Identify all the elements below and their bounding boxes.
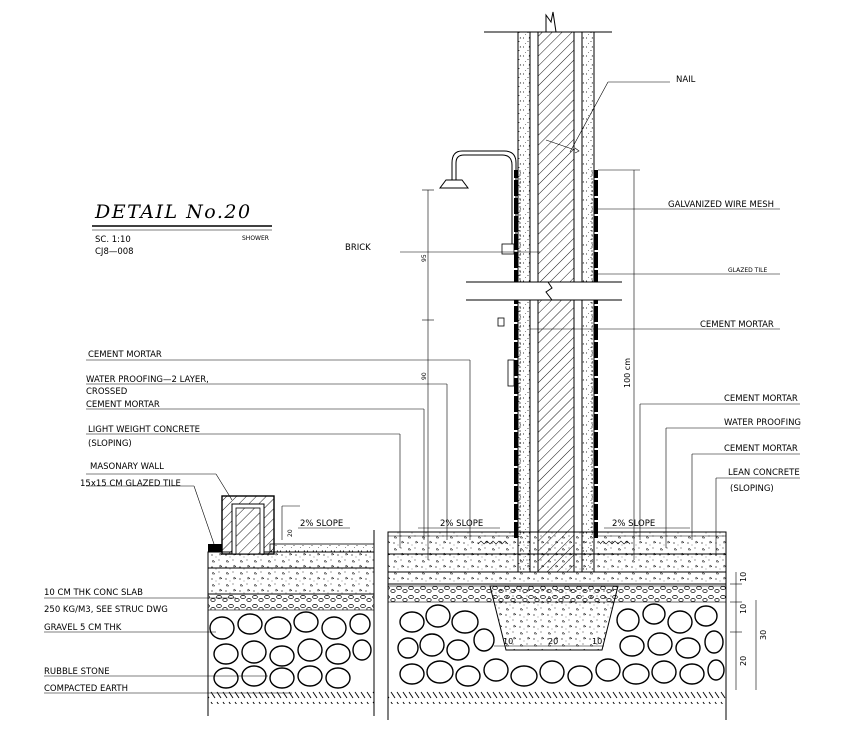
dim-30: 30 [759,630,768,640]
label-brick: BRICK [345,243,371,253]
slope-left: 2% SLOPE [300,519,343,529]
label-galvanized-wire-mesh: GALVANIZED WIRE MESH [668,200,774,210]
label-gravel: GRAVEL 5 CM THK [44,623,122,633]
label-glazed-tile-15: 15x15 CM GLAZED TILE [80,479,181,489]
title-block: DETAIL No.20 SC. 1:10 CJ8—008 SHOWER [92,201,272,257]
dim-95: 95 [421,254,428,262]
dimension-lines [281,169,757,690]
label-water-proofing-right: WATER PROOFING [724,418,801,428]
label-sloping-left: (SLOPING) [88,439,132,449]
label-cement-mortar-right-2: CEMENT MORTAR [724,444,798,454]
label-cement-mortar-wall: CEMENT MORTAR [700,320,774,330]
dimension-texts: 100 cm 95 90 20 10 10 20 30 10 20 10 [287,254,768,666]
dim-10-top: 10 [739,572,748,582]
label-cement-mortar-top: CEMENT MORTAR [88,350,162,360]
slope-middle: 2% SLOPE [440,519,483,529]
label-sloping-right: (SLOPING) [730,484,774,494]
label-nail: NAIL [676,75,696,85]
label-kg-m3: 250 KG/M3, SEE STRUC DWG [44,605,168,615]
label-glazed-tile: GLAZED TILE [728,267,767,274]
dim-20-bottom: 20 [739,656,748,666]
dim-10-mid: 10 [739,604,748,614]
scale-label: SC. 1:10 [95,235,131,245]
label-rubble-stone: RUBBLE STONE [44,667,110,677]
label-cement-mortar-bottom: CEMENT MORTAR [86,400,160,410]
dim-footing-20: 20 [548,637,558,646]
drawing-code: CJ8—008 [95,247,134,257]
label-conc-slab: 10 CM THK CONC SLAB [44,588,143,598]
label-water-proofing-line2: CROSSED [86,387,128,397]
label-masonary-wall: MASONARY WALL [90,462,164,472]
detail-title: DETAIL No.20 [94,201,252,223]
leader-lines [44,81,800,694]
floor-buildup [207,495,727,720]
label-cement-mortar-right: CEMENT MORTAR [724,394,798,404]
dim-90: 90 [421,372,428,380]
rubble-stones-left [209,611,372,689]
dim-kerb-20: 20 [287,529,294,537]
central-wall [466,11,622,573]
label-lean-concrete: LEAN CONCRETE [728,468,800,478]
label-light-weight-concrete: LIGHT WEIGHT CONCRETE [88,425,200,435]
subject-label: SHOWER [242,235,269,242]
dim-footing-10-left: 10 [503,637,513,646]
rubble-stones-right [397,603,725,687]
dim-footing-10-right: 10 [592,637,602,646]
dim-100cm: 100 cm [623,358,632,388]
annotation-labels: NAIL GALVANIZED WIRE MESH BRICK GLAZED T… [44,75,801,694]
label-compacted-earth: COMPACTED EARTH [44,684,128,694]
label-water-proofing-line1: WATER PROOFING—2 LAYER, [86,375,209,385]
shower-pipe [439,150,517,387]
slope-right: 2% SLOPE [612,519,655,529]
